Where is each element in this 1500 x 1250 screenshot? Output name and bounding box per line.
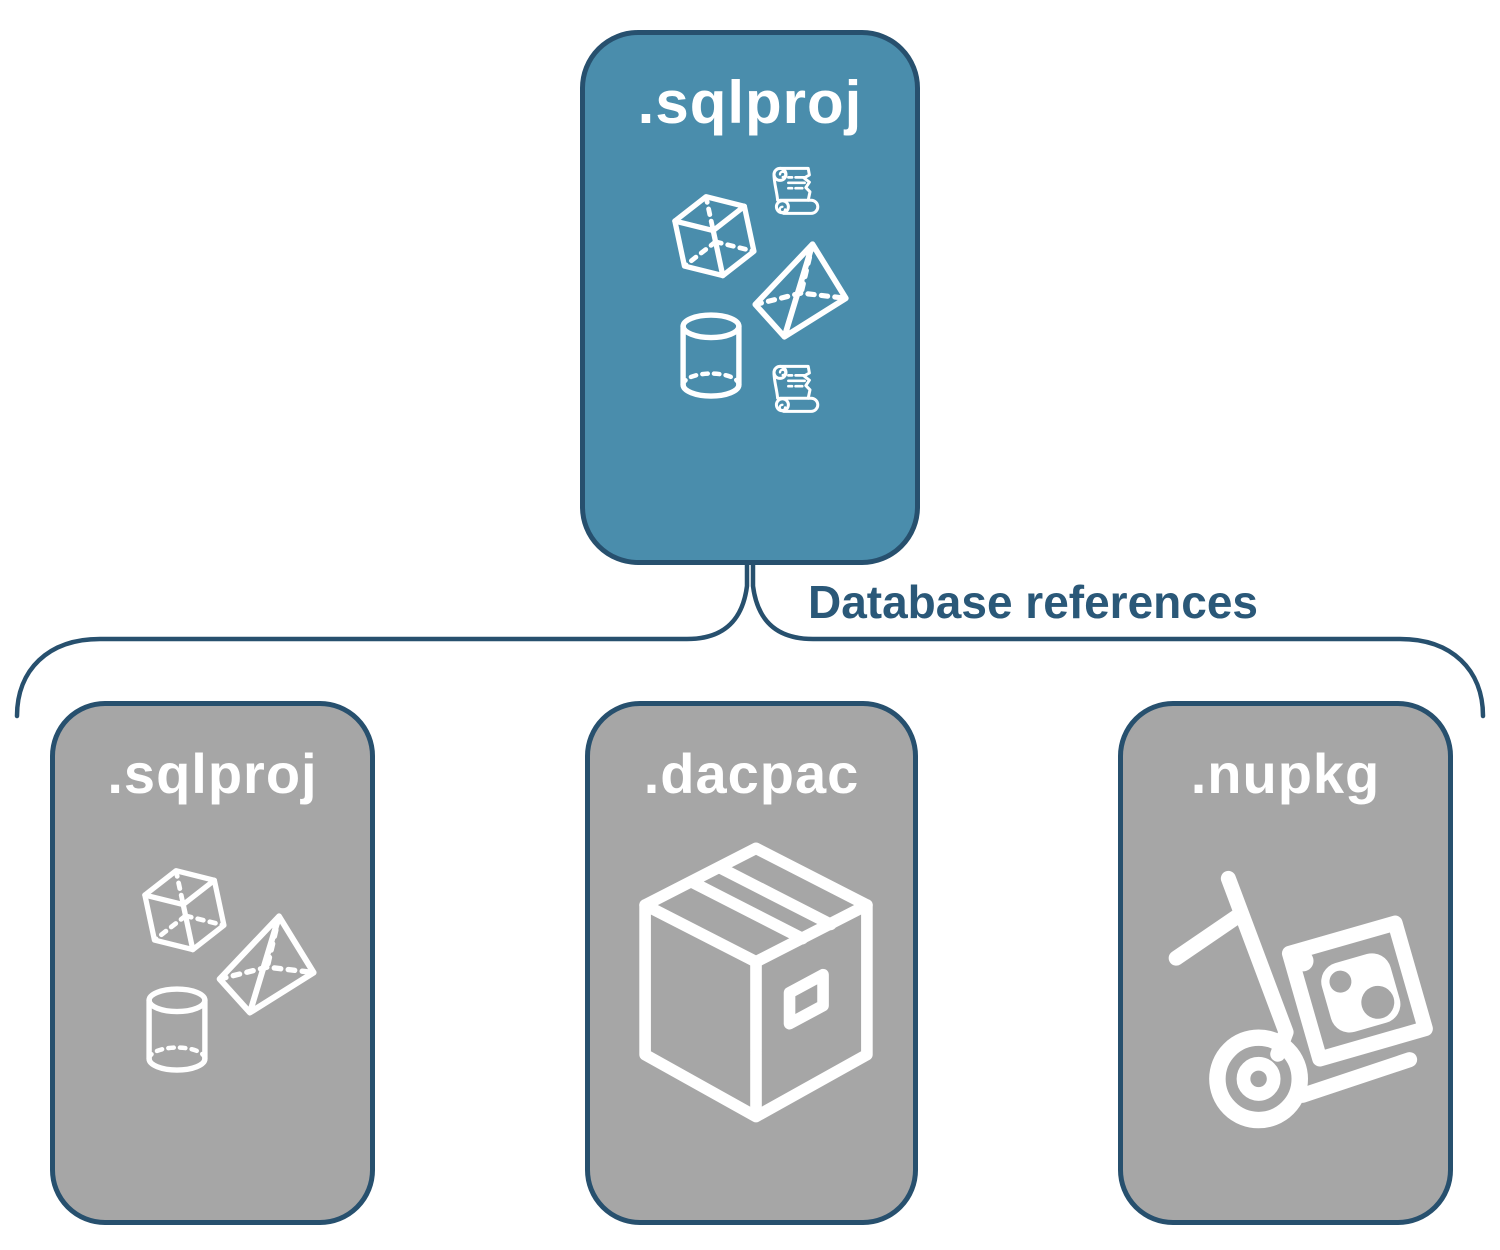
hand-truck-nuget-icon xyxy=(1157,848,1459,1167)
child-node-title: .sqlproj xyxy=(107,742,318,805)
root-node-title: .sqlproj xyxy=(637,69,863,136)
node-root-sqlproj: .sqlproj xyxy=(580,30,920,565)
scroll-icon xyxy=(772,166,820,215)
package-box-icon xyxy=(627,838,885,1132)
scroll-icon xyxy=(772,364,820,413)
brace-left-half xyxy=(14,560,750,719)
cylinder-icon xyxy=(675,311,747,401)
child-node-title: .dacpac xyxy=(643,742,860,805)
node-child-dacpac: .dacpac xyxy=(585,701,918,1225)
pyramid-icon xyxy=(747,239,851,343)
child-node-title: .nupkg xyxy=(1190,742,1381,805)
cylinder-icon xyxy=(141,985,213,1075)
node-child-nupkg: .nupkg xyxy=(1118,701,1453,1225)
pyramid-icon xyxy=(211,911,319,1019)
node-child-sqlproj: .sqlproj xyxy=(50,701,375,1225)
connector-label: Database references xyxy=(807,576,1259,628)
